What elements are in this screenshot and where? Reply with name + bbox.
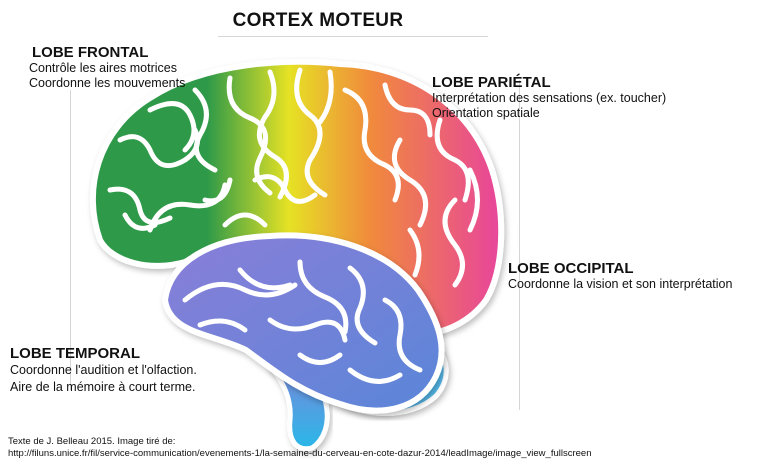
frontal-lobe-line-1: Contrôle les aires motrices [29, 61, 185, 76]
occipital-lobe-name: LOBE OCCIPITAL [508, 260, 732, 277]
temporal-lobe-line-1: Coordonne l'audition et l'olfaction. [10, 362, 197, 379]
temporal-lobe-label: LOBE TEMPORAL Coordonne l'audition et l'… [10, 345, 197, 396]
parietal-lobe-label: LOBE PARIÉTAL Interprétation des sensati… [432, 74, 666, 121]
parietal-lobe-line-2: Orientation spatiale [432, 106, 666, 121]
credit-text: Texte de J. Belleau 2015. Image tiré de: [8, 436, 591, 448]
frontal-lobe-name: LOBE FRONTAL [32, 44, 185, 61]
occipital-lobe-label: LOBE OCCIPITAL Coordonne la vision et so… [508, 260, 732, 292]
occipital-lobe-line-1: Coordonne la vision et son interprétatio… [508, 277, 732, 292]
frontal-lobe-line-2: Coordonne les mouvements [29, 76, 185, 91]
parietal-lobe-line-1: Interprétation des sensations (ex. touch… [432, 91, 666, 106]
image-credit: Texte de J. Belleau 2015. Image tiré de:… [8, 436, 591, 459]
temporal-lobe-name: LOBE TEMPORAL [10, 345, 197, 362]
parietal-lobe-name: LOBE PARIÉTAL [432, 74, 666, 91]
frontal-lobe-label: LOBE FRONTAL Contrôle les aires motrices… [32, 44, 185, 91]
temporal-lobe-line-2: Aire de la mémoire à court terme. [10, 379, 197, 396]
diagram-title: CORTEX MOTEUR [218, 10, 418, 32]
credit-source-url: http://filuns.unice.fr/fil/service-commu… [8, 448, 591, 460]
